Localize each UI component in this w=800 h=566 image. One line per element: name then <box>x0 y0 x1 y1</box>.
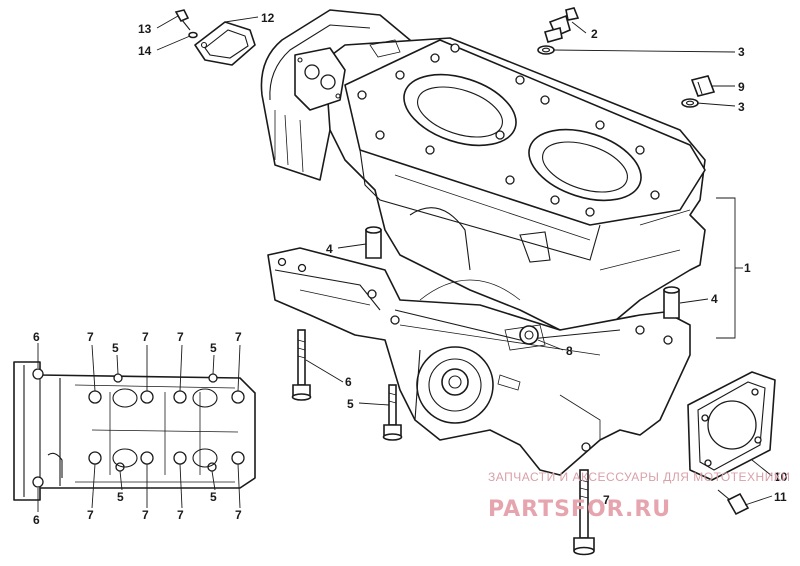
main-leaders <box>156 15 773 506</box>
inset-callout-5-bottom-1: 5 <box>117 490 124 504</box>
callout-9: 9 <box>738 80 745 94</box>
dowel-pin-upper <box>365 226 382 259</box>
inset-callout-7-bottom-3: 7 <box>177 508 184 522</box>
long-bolt-6 <box>291 329 312 401</box>
callout-14: 14 <box>138 44 152 58</box>
inset-callout-6-top: 6 <box>33 330 40 344</box>
callout-2: 2 <box>591 27 598 41</box>
inset-callout-5-bottom-2: 5 <box>210 490 217 504</box>
inset-callout-6-bottom: 6 <box>33 513 40 527</box>
inset-callout-7-bottom-1: 7 <box>87 508 94 522</box>
gasket <box>687 371 776 481</box>
inset-callout-5-top-2: 5 <box>210 341 217 355</box>
watermark: ЗАПЧАСТИ И АКСЕССУАРЫ ДЛЯ МОТОТЕХНИКИ PA… <box>488 470 790 522</box>
callout-labels: 1 2 3 3 4 4 5 6 7 8 9 10 11 12 13 14 6 6… <box>33 11 788 527</box>
watermark-caption: ЗАПЧАСТИ И АКСЕССУАРЫ ДЛЯ МОТОТЕХНИКИ <box>488 470 790 484</box>
upper-crankcase <box>260 9 706 331</box>
crankcase-bottom-view-inset <box>13 361 256 501</box>
inset-callout-7-top-1: 7 <box>87 330 94 344</box>
inset-callout-5-top-1: 5 <box>112 341 119 355</box>
inset-callout-7-bottom-4: 7 <box>235 508 242 522</box>
cover-washer <box>188 31 198 39</box>
callout-4-upper: 4 <box>326 242 333 256</box>
callout-1: 1 <box>744 261 751 275</box>
inset-callout-7-top-3: 7 <box>177 330 184 344</box>
callout-6: 6 <box>345 375 352 389</box>
callout-11: 11 <box>774 490 787 504</box>
inset-leaders <box>37 343 241 512</box>
lower-crankcase <box>267 247 691 476</box>
sealing-washer-upper <box>537 45 555 55</box>
callout-3-lower: 3 <box>738 100 745 114</box>
callout-13: 13 <box>138 22 152 36</box>
callout-7: 7 <box>603 493 610 507</box>
gasket-bolt <box>717 489 750 516</box>
watermark-logo: PARTSFOR.RU <box>488 497 671 522</box>
callout-8: 8 <box>566 344 573 358</box>
inset-callout-7-bottom-2: 7 <box>142 508 149 522</box>
sealing-washer-lower <box>681 98 699 108</box>
cover-screw <box>174 9 191 31</box>
long-bolt-5 <box>382 384 403 441</box>
callout-3-upper: 3 <box>738 45 745 59</box>
callout-4-right: 4 <box>711 292 718 306</box>
callout-12: 12 <box>261 11 275 25</box>
oil-seal <box>519 325 539 345</box>
inset-callout-7-top-4: 7 <box>235 330 242 344</box>
callout-10: 10 <box>774 470 788 484</box>
dowel-pin-right <box>663 286 680 319</box>
drain-plug <box>690 75 716 97</box>
cover-plate <box>194 21 256 66</box>
inset-callout-7-top-2: 7 <box>142 330 149 344</box>
callout-5: 5 <box>347 397 354 411</box>
long-bolt-7 <box>573 469 595 556</box>
fitting <box>543 7 580 43</box>
